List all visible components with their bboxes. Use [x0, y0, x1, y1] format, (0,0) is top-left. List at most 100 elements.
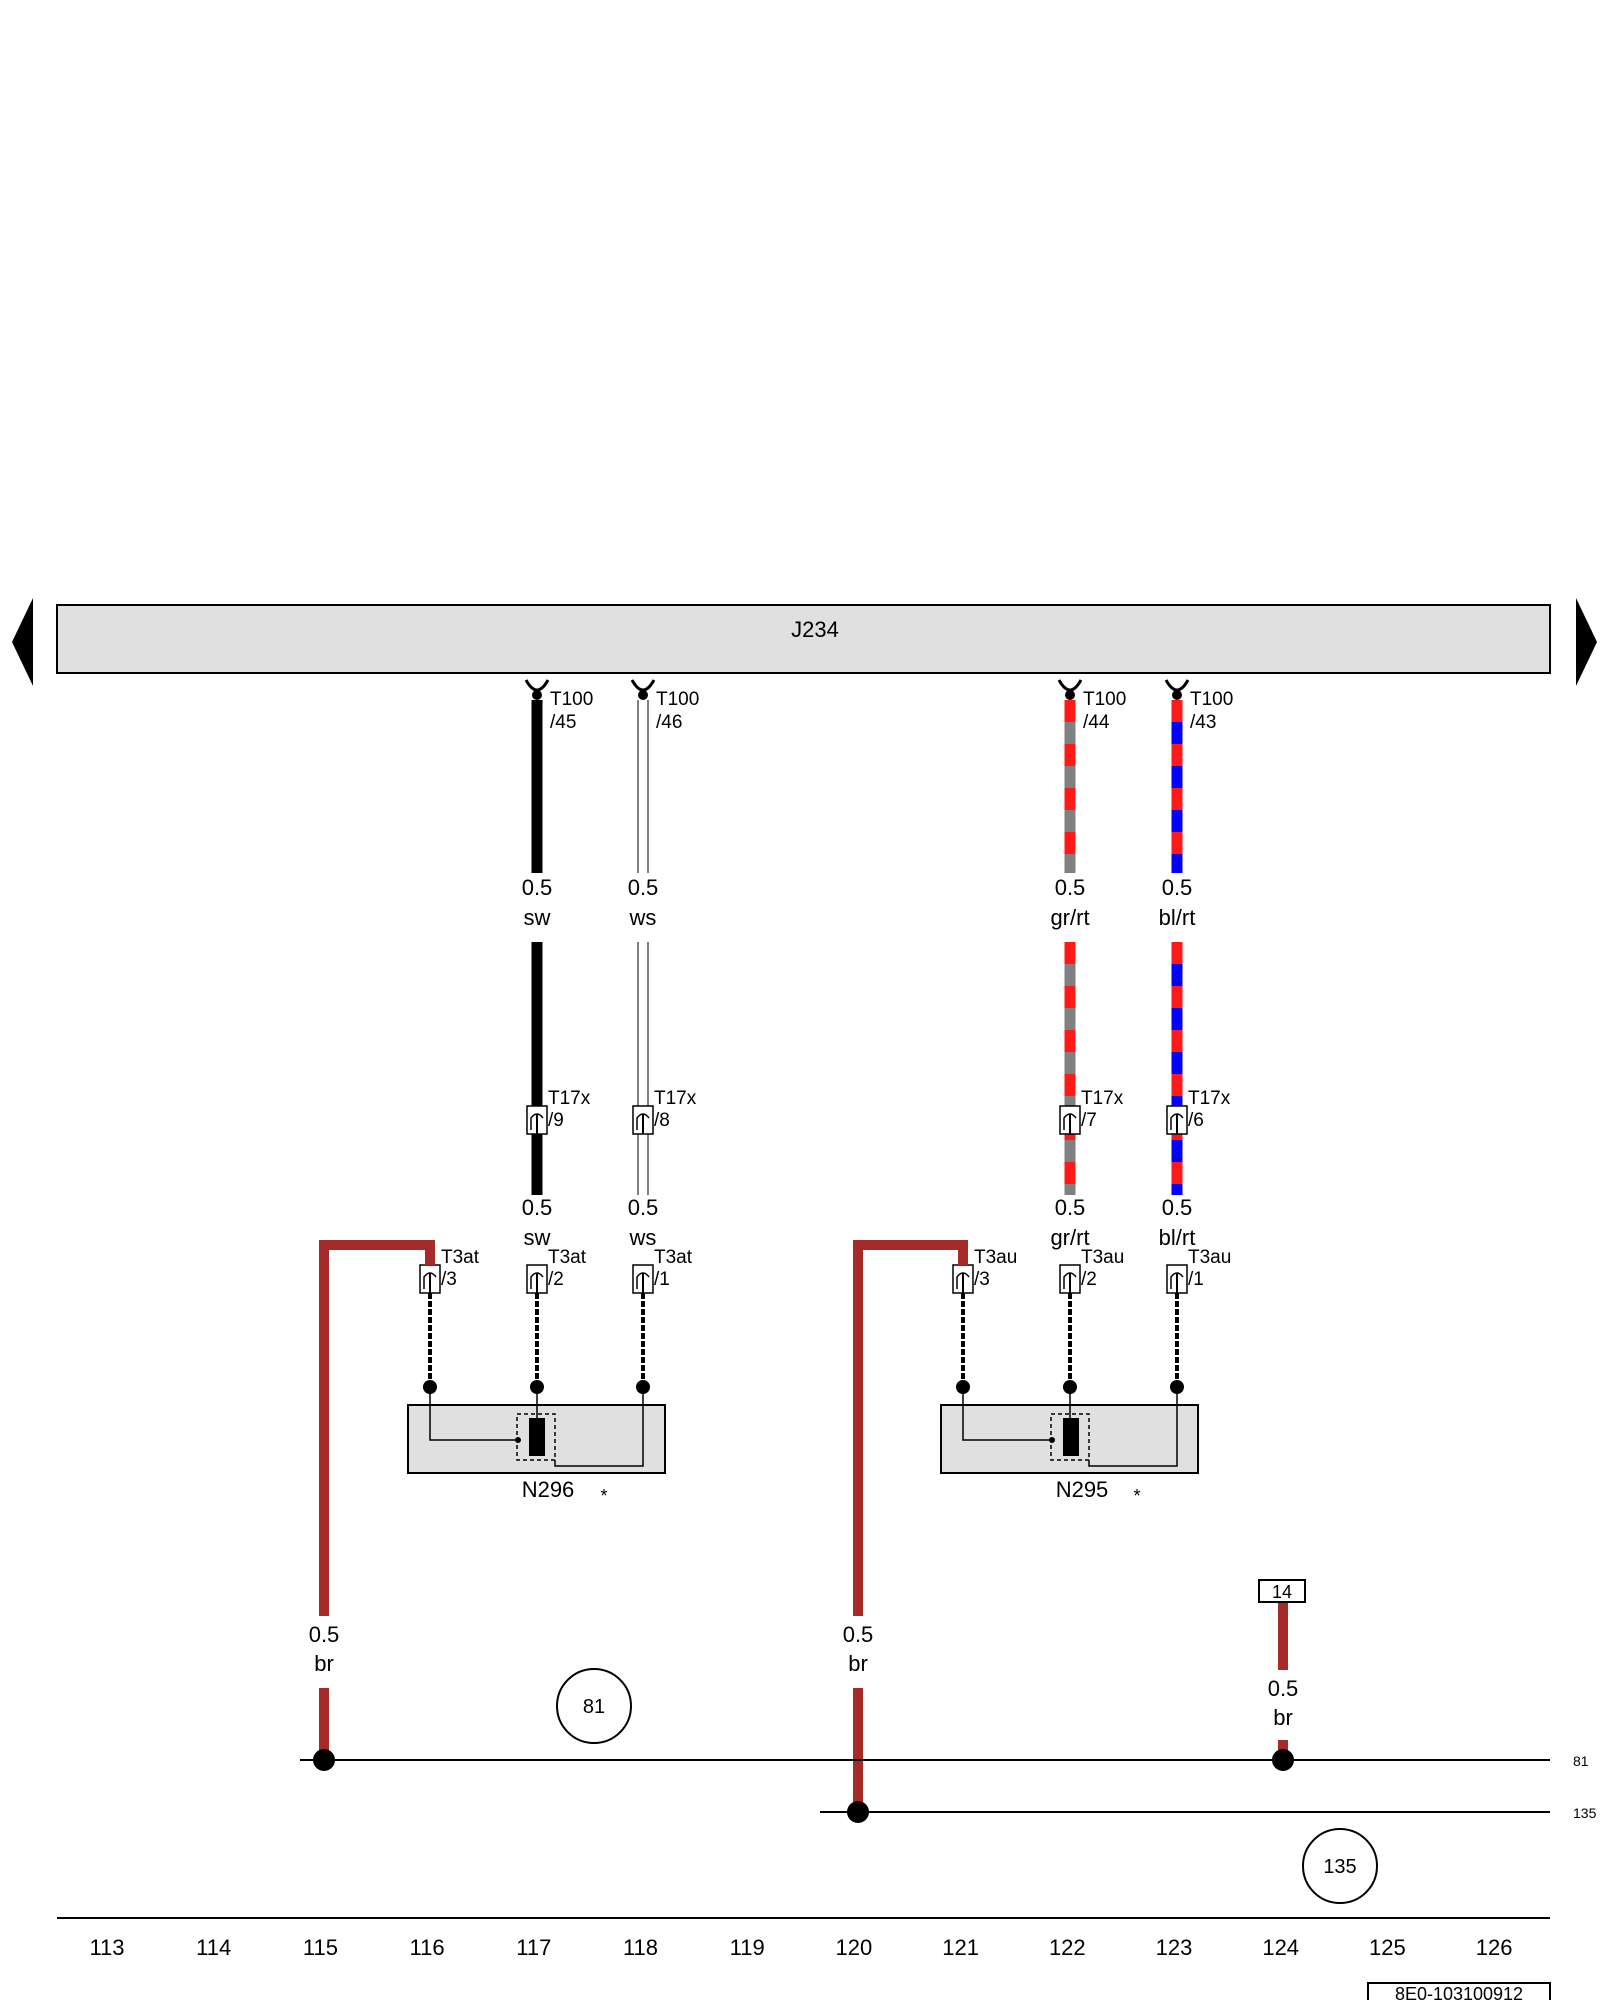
wire-top-segment — [531, 700, 543, 873]
sensor-pin-connector: T3au — [1081, 1247, 1124, 1268]
ground-wire-n295-upper — [853, 1240, 968, 1616]
ref-box-14[interactable] — [1258, 1579, 1306, 1603]
wire-size-label: 0.5 — [1055, 875, 1086, 900]
ground-wire-color: br — [1273, 1705, 1293, 1730]
wire-color-label: ws — [629, 1225, 657, 1250]
ground-wire-n296-upper — [319, 1240, 435, 1616]
column-number: 119 — [730, 1935, 765, 1960]
wire-size-label: 0.5 — [522, 875, 553, 900]
terminal-t17x-3 — [1166, 1105, 1188, 1135]
ground-wire-size: 0.5 — [309, 1622, 340, 1647]
column-number: 122 — [1049, 1935, 1086, 1960]
terminal-t17x-1 — [632, 1105, 654, 1135]
ground-point-81-circle — [556, 1668, 632, 1744]
wire-top-segment — [1171, 700, 1183, 873]
wire-mid-segment — [1171, 942, 1183, 1195]
terminal-t100-2 — [1057, 679, 1083, 700]
control-unit-j234 — [56, 604, 1551, 674]
ground-point-135-label: 135 — [1323, 1856, 1356, 1878]
sensor-pin-number: /3 — [974, 1269, 990, 1290]
wire-color-label: bl/rt — [1159, 905, 1196, 930]
wire-size-label: 0.5 — [628, 1195, 659, 1220]
sensor-n296: N296 * — [407, 1387, 666, 1506]
wire-top-connector: T100 — [550, 689, 593, 710]
wire-top-pin: /45 — [550, 712, 576, 733]
terminal-t100-3 — [1164, 679, 1190, 700]
column-number: 118 — [623, 1935, 658, 1960]
wire-color-label: bl/rt — [1159, 1225, 1196, 1250]
sensor-pin-connector: T3at — [441, 1247, 480, 1268]
terminal-t100-1 — [630, 679, 656, 700]
wire-color-label: gr/rt — [1050, 905, 1089, 930]
sensor-pin-number: /3 — [441, 1269, 457, 1290]
wire-top-connector: T100 — [656, 689, 699, 710]
column-number: 126 — [1476, 1935, 1513, 1960]
wire-size-label: 0.5 — [1055, 1195, 1086, 1220]
wire-mid-segment — [1064, 942, 1076, 1195]
control-unit-label: J234 — [791, 617, 839, 642]
wire-top-segment — [1064, 700, 1076, 873]
wire-color-label: ws — [629, 905, 657, 930]
terminal-t17x-2 — [1059, 1105, 1081, 1135]
column-number: 116 — [410, 1935, 445, 1960]
wire-mid-segment — [531, 942, 543, 1195]
column-number: 121 — [942, 1935, 979, 1960]
terminal-t3at-0 — [419, 1264, 441, 1294]
column-number: 124 — [1262, 1935, 1299, 1960]
terminal-t3au-2 — [1166, 1264, 1188, 1294]
wire-color-label: gr/rt — [1050, 1225, 1089, 1250]
sensor-pin-connector: T3au — [974, 1247, 1017, 1268]
wire-top-pin: /46 — [656, 712, 682, 733]
wire-top-pin: /44 — [1083, 712, 1110, 733]
wire-color-label: sw — [524, 1225, 551, 1250]
terminal-t3au-0 — [952, 1264, 974, 1294]
ground-wire-color: br — [314, 1651, 334, 1676]
wire-size-label: 0.5 — [1162, 1195, 1193, 1220]
sensor-pin-connector: T3au — [1188, 1247, 1231, 1268]
column-number: 125 — [1369, 1935, 1406, 1960]
column-number: 123 — [1156, 1935, 1193, 1960]
wire-mid-connector: T17x — [1081, 1088, 1124, 1109]
sensor-pin-connector: T3at — [654, 1247, 693, 1268]
sensor-pin-number: /1 — [654, 1269, 670, 1290]
wires-layer: T100/450.5swT17x/90.5swT100/460.5wsT17x/… — [309, 679, 1299, 1823]
column-number: 115 — [303, 1935, 338, 1960]
sensor-n295-label: N295 — [1056, 1477, 1109, 1502]
wire-mid-pin: /6 — [1188, 1110, 1204, 1131]
sensor-pin-number: /1 — [1188, 1269, 1204, 1290]
sensor-n295-note: * — [1133, 1486, 1140, 1506]
ground-wire-size: 0.5 — [843, 1622, 874, 1647]
wire-top-segment — [637, 700, 649, 873]
wire-mid-connector: T17x — [548, 1088, 591, 1109]
page-forward-arrow-icon[interactable] — [1576, 598, 1597, 686]
doc-id-box — [1367, 1982, 1551, 2000]
wire-size-label: 0.5 — [522, 1195, 553, 1220]
wire-size-label: 0.5 — [1162, 875, 1193, 900]
sensor-pin-number: /2 — [1081, 1269, 1097, 1290]
column-number: 114 — [196, 1935, 231, 1960]
ground-wire-size: 0.5 — [1268, 1676, 1299, 1701]
terminal-t100-0 — [524, 679, 550, 700]
wire-mid-pin: /9 — [548, 1110, 564, 1131]
wire-size-label: 0.5 — [628, 875, 659, 900]
page-back-arrow-icon[interactable] — [12, 598, 33, 686]
bus-ref-81: 81 — [1573, 1753, 1589, 1769]
terminal-t17x-0 — [526, 1105, 548, 1135]
doc-id: 8E0-103100912 — [1395, 1984, 1523, 2000]
sensor-pin-number: /2 — [548, 1269, 564, 1290]
terminal-t3au-1 — [1059, 1264, 1081, 1294]
column-number: 120 — [836, 1935, 873, 1960]
wire-mid-connector: T17x — [654, 1088, 697, 1109]
column-number: 117 — [516, 1935, 551, 1960]
wire-top-connector: T100 — [1190, 689, 1233, 710]
sensor-pin-connector: T3at — [548, 1247, 587, 1268]
wire-mid-pin: /8 — [654, 1110, 670, 1131]
wire-mid-pin: /7 — [1081, 1110, 1097, 1131]
ground-point-135-circle — [1302, 1828, 1378, 1904]
terminal-t3at-1 — [526, 1264, 548, 1294]
ref-box-14-label: 14 — [1272, 1582, 1292, 1602]
wire-mid-connector: T17x — [1188, 1088, 1231, 1109]
bus-ref-135: 135 — [1573, 1805, 1597, 1821]
sensor-n296-note: * — [600, 1486, 607, 1506]
